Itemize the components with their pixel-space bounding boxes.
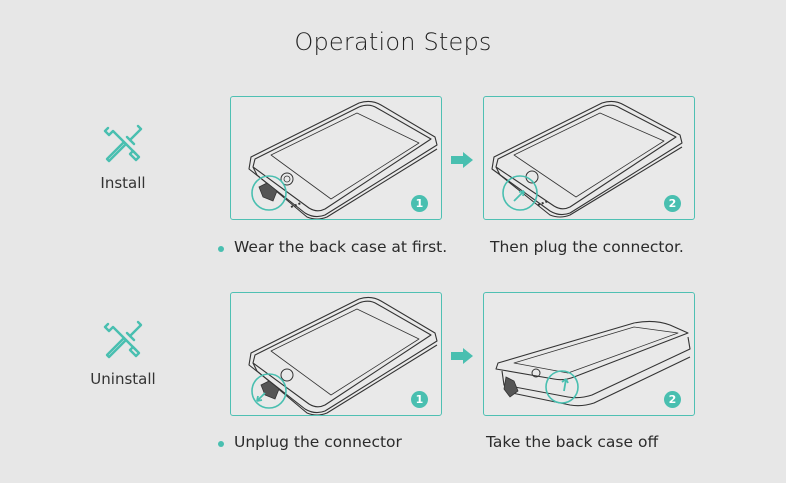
step-number-badge: 2 [664,195,681,212]
install-step-1-caption: Wear the back case at first. [234,238,448,256]
install-step-1-panel: 1 [230,96,442,220]
install-label: Install [100,174,146,192]
uninstall-step-1-caption: Unplug the connector [234,433,402,451]
step-number-badge: 1 [411,195,428,212]
phone-illustration [491,100,683,218]
bullet-dot [218,441,224,447]
uninstall-step-2-panel: 2 [483,292,695,416]
phone-illustration [248,100,438,219]
uninstall-label: Uninstall [90,370,156,388]
tools-icon [103,320,143,359]
uninstall-step-2-caption: Take the back case off [486,433,659,451]
arrow-right-icon [451,152,473,168]
phone-illustration [495,320,691,407]
phone-illustration [248,296,438,415]
bullet-dot [218,246,224,252]
install-step-2-caption: Then plug the connector. [490,238,684,256]
install-section-label: Install [78,120,168,192]
step-number-badge: 2 [664,391,681,408]
tools-icon [103,124,143,163]
install-step-2-panel: 2 [483,96,695,220]
arrow-right-icon [451,348,473,364]
uninstall-section-label: Uninstall [78,316,168,388]
step-number-badge: 1 [411,391,428,408]
uninstall-step-1-panel: 1 [230,292,442,416]
page-title: Operation Steps [294,28,492,56]
